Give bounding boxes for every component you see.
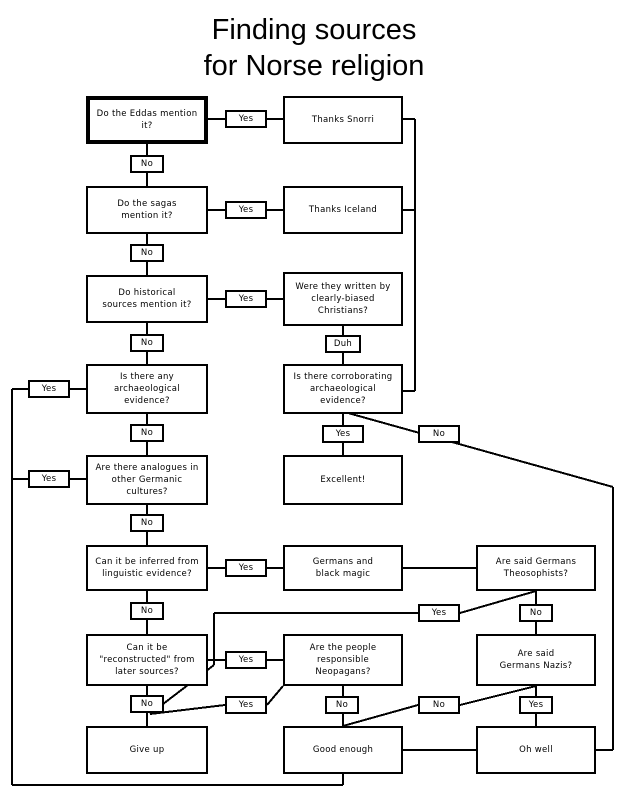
edge-label-archaeo-any-yes: Yes — [28, 380, 70, 398]
node-good-enough[interactable]: Good enough — [283, 726, 403, 774]
edge-label-corroborating-no: No — [418, 425, 460, 443]
node-linguistic[interactable]: Can it be inferred from linguistic evide… — [86, 545, 208, 591]
node-biased[interactable]: Were they written by clearly-biased Chri… — [283, 272, 403, 326]
node-neopagans[interactable]: Are the people responsible Neopagans? — [283, 634, 403, 686]
edge-label-eddas-no: No — [130, 155, 164, 173]
edge-label-linguistic-yes: Yes — [225, 559, 267, 577]
edge-label-analogues-yes: Yes — [28, 470, 70, 488]
node-give-up[interactable]: Give up — [86, 726, 208, 774]
node-theosophists[interactable]: Are said Germans Theosophists? — [476, 545, 596, 591]
node-eddas[interactable]: Do the Eddas mention it? — [86, 96, 208, 144]
edge-label-reconstructed-no: No — [130, 695, 164, 713]
node-oh-well[interactable]: Oh well — [476, 726, 596, 774]
edge-label-neopagans-yes: Yes — [225, 696, 267, 714]
node-archaeo-any[interactable]: Is there any archaeological evidence? — [86, 364, 208, 414]
edge-label-neopagans-no: No — [325, 696, 359, 714]
edge-label-eddas-yes: Yes — [225, 110, 267, 128]
edge-label-reconstructed-yes: Yes — [225, 651, 267, 669]
edge-label-theosophists-yes: Yes — [418, 604, 460, 622]
edge-label-biased-duh: Duh — [325, 335, 361, 353]
edge-label-linguistic-no: No — [130, 602, 164, 620]
edge-label-sagas-no: No — [130, 244, 164, 262]
node-reconstructed[interactable]: Can it be "reconstructed" from later sou… — [86, 634, 208, 686]
edge-label-analogues-no: No — [130, 514, 164, 532]
edge-label-theosophists-no: No — [519, 604, 553, 622]
node-black-magic[interactable]: Germans and black magic — [283, 545, 403, 591]
node-archaeo-corroborating[interactable]: Is there corroborating archaeological ev… — [283, 364, 403, 414]
edge-label-nazis-yes: Yes — [519, 696, 553, 714]
edge-label-historical-no: No — [130, 334, 164, 352]
edge-label-sagas-yes: Yes — [225, 201, 267, 219]
node-thanks-snorri[interactable]: Thanks Snorri — [283, 96, 403, 144]
node-excellent[interactable]: Excellent! — [283, 455, 403, 505]
edge-label-nazis-no: No — [418, 696, 460, 714]
edge-label-historical-yes: Yes — [225, 290, 267, 308]
edge-label-archaeo-any-no: No — [130, 424, 164, 442]
edge-label-corroborating-yes: Yes — [322, 425, 364, 443]
node-historical[interactable]: Do historical sources mention it? — [86, 275, 208, 323]
node-analogues[interactable]: Are there analogues in other Germanic cu… — [86, 455, 208, 505]
page-title: Finding sources for Norse religion — [203, 14, 425, 83]
node-thanks-iceland[interactable]: Thanks Iceland — [283, 186, 403, 234]
node-sagas[interactable]: Do the sagas mention it? — [86, 186, 208, 234]
node-nazis[interactable]: Are said Germans Nazis? — [476, 634, 596, 686]
